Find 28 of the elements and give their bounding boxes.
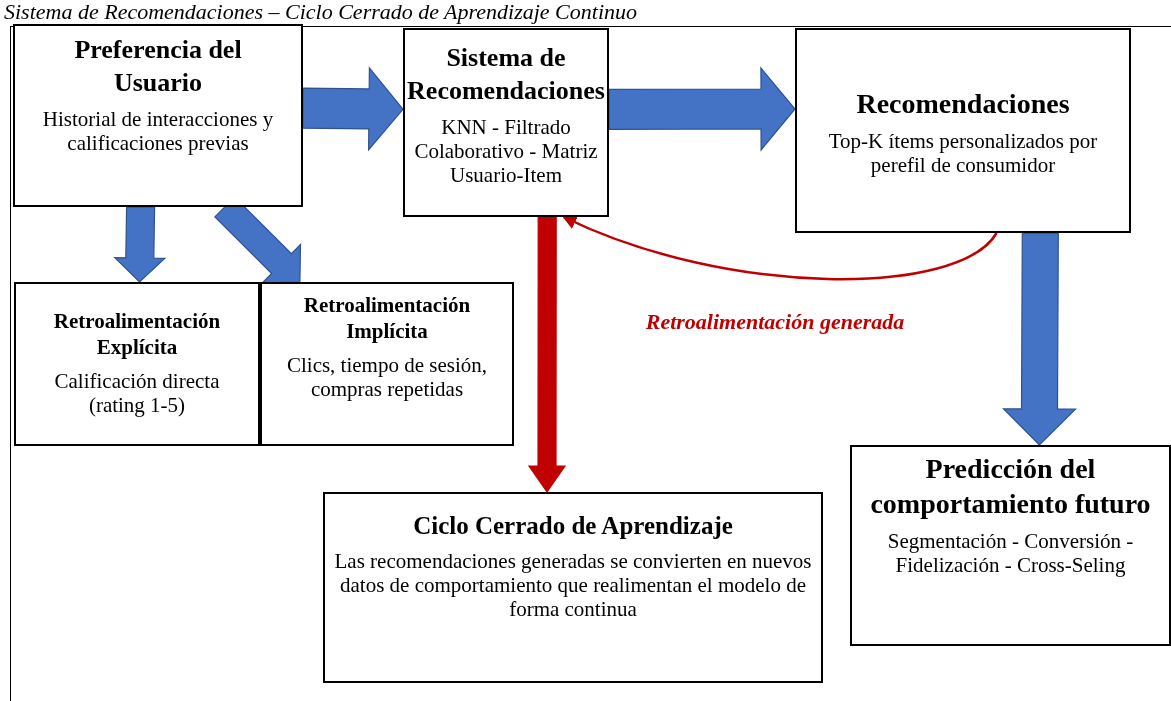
box-description: Historial de interacciones y calificaciones previas [41,107,275,155]
box-description: Top-K ítems personalizados por perefil de consumidor [827,129,1099,177]
process-box [850,445,1171,646]
diagram-title: Sistema de Recomendaciones – Ciclo Cerrado de Aprendizaje Continuo [4,0,637,24]
box-description: KNN - Filtrado Colaborativo - Matriz Usuario-Item [413,115,599,187]
curved-arrow [562,215,998,281]
box-heading: Retroalimentación Implícita [302,292,472,345]
process-box [13,24,303,207]
process-box [323,492,823,683]
box-heading: Preferencia del Usuario [73,34,243,99]
process-box [14,282,260,446]
block-arrow [302,66,404,152]
box-heading: Retroalimentación Explícita [52,308,222,361]
box-heading: Ciclo Cerrado de Aprendizaje [413,511,733,541]
block-arrow [1002,232,1077,446]
box-heading: Recomendaciones [856,87,1070,121]
box-description: Clics, tiempo de sesión, compras repetidas [285,352,489,401]
process-box [403,28,609,217]
block-arrow [608,66,796,152]
block-arrow [527,216,567,494]
block-arrow [113,206,167,283]
box-description: Calificación directa (rating 1-5) [53,368,221,417]
process-box [260,282,514,446]
box-description: Segmentación - Conversión - Fidelización - Cross-Seling [886,529,1135,577]
box-description: Las recomendaciones generadas se convierten en nuevos datos de comportamiento que realimentan el modelo de forma continua [333,549,813,622]
box-heading: Predicción del comportamiento futuro [869,452,1152,521]
box-heading: Sistema de Recomendaciones [407,42,605,107]
process-box [795,28,1131,233]
